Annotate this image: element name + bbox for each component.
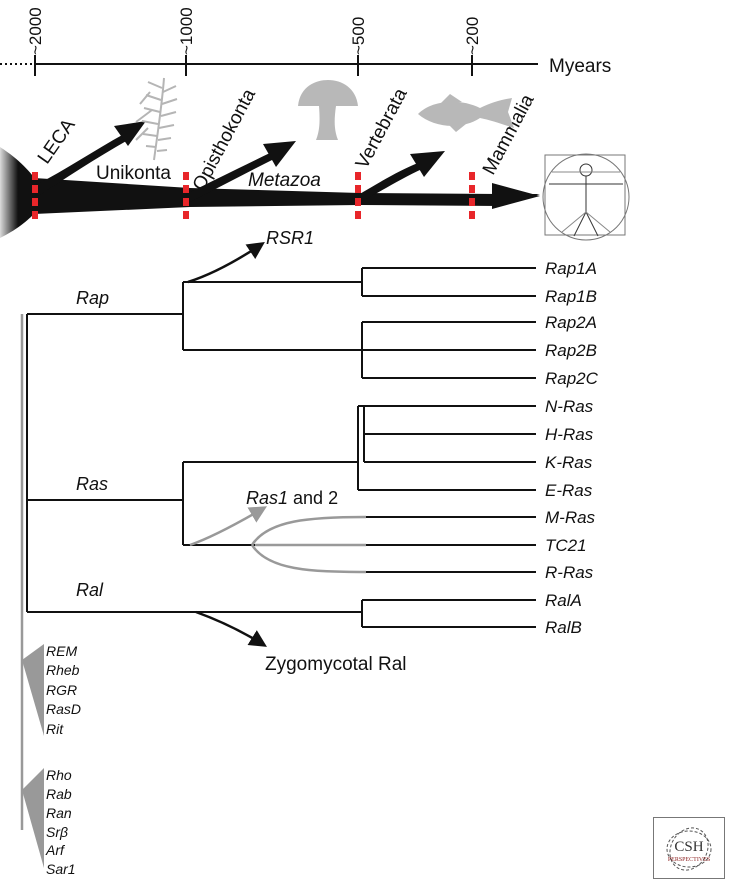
dna-helix-icon xyxy=(666,827,712,871)
family-label-srb: Srβ xyxy=(46,824,68,840)
clade-label-ral: Ral xyxy=(76,580,104,600)
leaf-label-rap1a: Rap1A xyxy=(545,259,597,278)
vitruvian-man-icon xyxy=(542,153,630,241)
tick-label-200: ~200 xyxy=(463,17,482,55)
timeline-unit: Myears xyxy=(549,56,611,77)
leaf-label-rap1b: Rap1B xyxy=(545,287,597,306)
ras12-arrow xyxy=(189,506,268,547)
leaf-label-ralb: RalB xyxy=(545,618,582,637)
tick-label-1000: ~1000 xyxy=(177,7,196,55)
mras-lineage-curve xyxy=(250,515,367,546)
vertebrata-arrowhead xyxy=(410,151,445,177)
family-wedge-2 xyxy=(22,768,44,868)
leaf-label-rras: R-Ras xyxy=(545,563,594,582)
leca-label: LECA xyxy=(34,115,80,168)
ras12-label-italic: Ras1 xyxy=(246,488,288,508)
rsr1-label: RSR1 xyxy=(266,228,314,248)
leaf-label-rala: RalA xyxy=(545,591,582,610)
logo-main-text: CSH xyxy=(674,839,703,855)
logo-sub-text: PERSPECTIVES xyxy=(668,857,710,863)
leca-root-tail xyxy=(0,147,36,238)
rsr1-arrow xyxy=(187,242,265,284)
family-label-rasd: RasD xyxy=(46,701,81,717)
clade-label-ras: Ras xyxy=(76,474,108,494)
leaf-label-eras: E-Ras xyxy=(545,481,593,500)
rras-lineage-curve xyxy=(250,544,367,574)
metazoa-label: Metazoa xyxy=(248,170,321,191)
zygomycota-label: Zygomycotal Ral xyxy=(265,654,407,675)
vertebrata-branch xyxy=(358,163,422,202)
family-label-rem: REM xyxy=(46,643,77,659)
family-label-rab: Rab xyxy=(46,786,72,802)
mushroom-icon xyxy=(298,80,358,140)
family-label-rit: Rit xyxy=(46,721,64,737)
species-tree: LECA Unikonta Opisthokonta Metazoa Verte… xyxy=(0,77,630,241)
main-trunk-arrowhead xyxy=(492,183,540,209)
family-wedge-1 xyxy=(22,644,44,736)
family-label-rgr: RGR xyxy=(46,682,77,698)
main-trunk xyxy=(34,178,540,214)
opisthokonta-arrowhead xyxy=(263,141,296,167)
leaf-label-mras: M-Ras xyxy=(545,508,596,527)
fern-plant-icon xyxy=(135,77,178,161)
gene-tree: Rap Ras Ral RSR1 Ras1 and 2 Zygomycotal … xyxy=(20,228,599,877)
family-label-arf: Arf xyxy=(45,842,66,858)
leaf-label-tc21: TC21 xyxy=(545,536,587,555)
ras12-label: Ras1 and 2 xyxy=(246,488,338,508)
leaf-label-kras: K-Ras xyxy=(545,453,593,472)
unikonta-arrowhead xyxy=(114,121,146,146)
tick-label-500: ~500 xyxy=(349,17,368,55)
timeline: ~2000 ~1000 ~500 ~200 Myears xyxy=(0,7,611,77)
ras12-label-plain: and 2 xyxy=(288,488,338,508)
leaf-label-hras: H-Ras xyxy=(545,425,594,444)
unikonta-branch xyxy=(36,134,128,196)
opisthokonta-branch xyxy=(186,152,276,203)
leaf-label-rap2c: Rap2C xyxy=(545,369,599,388)
family-label-ran: Ran xyxy=(46,805,72,821)
fish-icon xyxy=(418,94,514,132)
leaf-label-rap2a: Rap2A xyxy=(545,313,597,332)
tick-label-2000: ~2000 xyxy=(26,7,45,55)
family-label-sar1: Sar1 xyxy=(46,861,76,877)
vertebrata-label: Vertebrata xyxy=(352,85,412,173)
family-label-rho: Rho xyxy=(46,767,72,783)
zygomycota-arrow xyxy=(195,610,267,647)
unikonta-label: Unikonta xyxy=(96,163,171,184)
leaf-label-nras: N-Ras xyxy=(545,397,594,416)
leaf-label-rap2b: Rap2B xyxy=(545,341,597,360)
publisher-logo: CSH PERSPECTIVES xyxy=(653,817,725,879)
clade-label-rap: Rap xyxy=(76,288,109,308)
family-label-rheb: Rheb xyxy=(46,662,80,678)
